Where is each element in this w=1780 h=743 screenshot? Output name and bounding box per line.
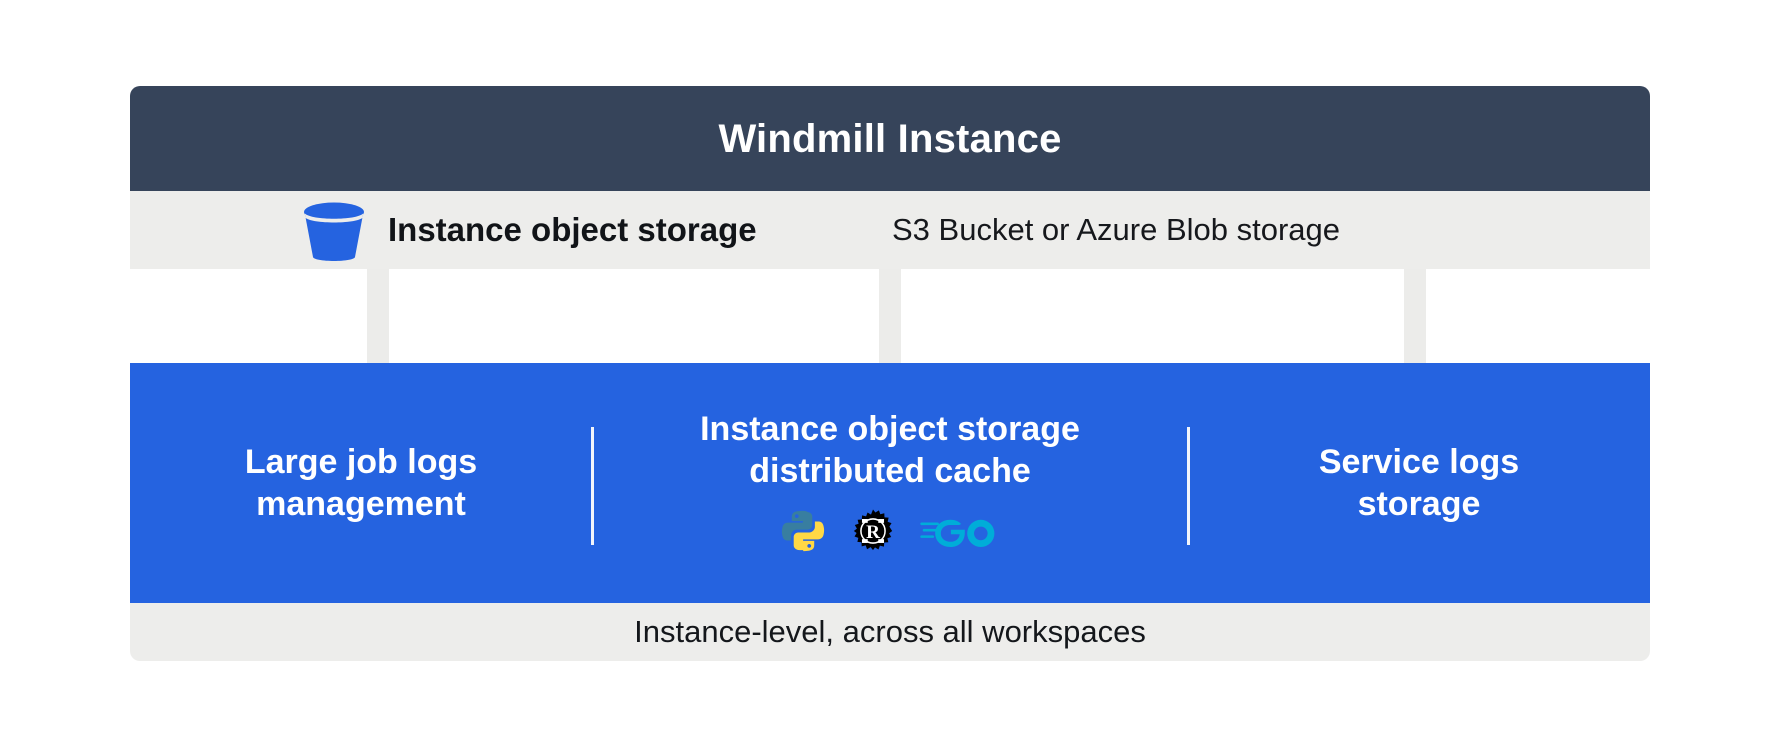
instance-object-storage-row: Instance object storage S3 Bucket or Azu… xyxy=(130,191,1650,269)
column-title: Large job logs management xyxy=(244,442,478,524)
column-service-logs-storage: Service logs storage xyxy=(1188,363,1650,603)
arrow-shaft xyxy=(879,269,901,365)
python-logo-icon xyxy=(780,508,826,559)
diagram-footer: Instance-level, across all workspaces xyxy=(130,603,1650,661)
capabilities-panel: Large job logs management Instance objec… xyxy=(130,363,1650,603)
column-divider xyxy=(1187,427,1190,545)
column-instance-object-storage-distributed-cache: Instance object storage distributed cach… xyxy=(592,363,1188,603)
column-large-job-logs-management: Large job logs management xyxy=(130,363,592,603)
column-title: Service logs storage xyxy=(1318,442,1520,524)
diagram-header: Windmill Instance xyxy=(130,86,1650,191)
instance-object-storage-sublabel: S3 Bucket or Azure Blob storage xyxy=(892,212,1341,247)
footer-label: Instance-level, across all workspaces xyxy=(634,614,1146,649)
arrow-shaft xyxy=(367,269,389,365)
rust-logo-icon: R xyxy=(850,508,896,559)
arrow-shaft xyxy=(1404,269,1426,365)
go-logo-icon xyxy=(920,511,1000,556)
page-title: Windmill Instance xyxy=(718,116,1062,161)
column-title: Instance object storage distributed cach… xyxy=(700,409,1080,491)
windmill-instance-diagram: Windmill Instance Instance object storag… xyxy=(130,86,1650,661)
instance-object-storage-label: Instance object storage xyxy=(388,211,757,248)
language-logo-row: R xyxy=(780,509,1000,559)
column-divider xyxy=(591,427,594,545)
bucket-icon xyxy=(302,201,366,261)
svg-text:R: R xyxy=(866,522,880,543)
